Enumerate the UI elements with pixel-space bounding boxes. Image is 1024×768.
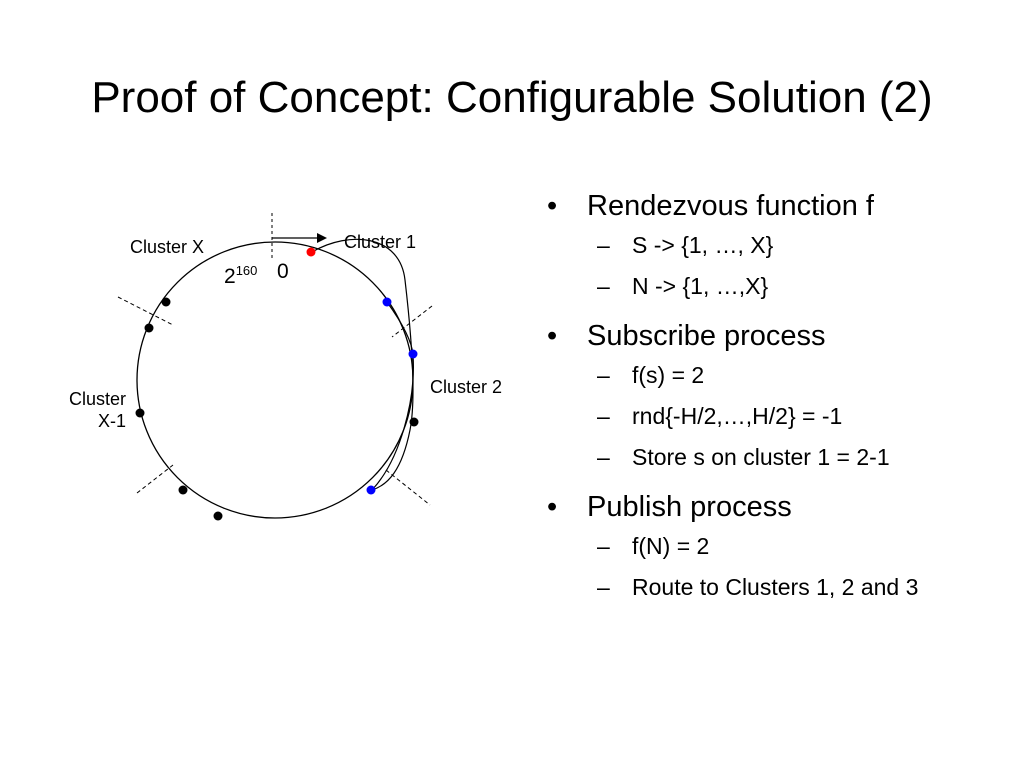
bullet-subscribe: Subscribe process <box>545 318 1015 354</box>
ring-node <box>213 511 223 521</box>
ring-max-exponent: 160 <box>235 263 258 278</box>
ring-node <box>161 297 171 307</box>
slide-title: Proof of Concept: Configurable Solution … <box>91 73 933 122</box>
cluster1-node <box>366 485 376 495</box>
ring-zero-label: 0 <box>277 260 289 283</box>
sub-bullet: Store s on cluster 1 = 2-1 <box>545 442 1015 472</box>
bullet-rendezvous: Rendezvous function f <box>545 188 1015 224</box>
cluster-x-minus-1-label: Cluster X-1 <box>54 388 126 432</box>
ring-max-base: 2 <box>224 265 236 288</box>
boundary-line-lower-left <box>136 464 174 494</box>
ring-node <box>135 408 145 418</box>
boundary-line-upper-left <box>117 296 174 326</box>
dht-ring-diagram: Cluster X Cluster 1 Cluster 2 Cluster X-… <box>40 200 520 560</box>
sub-bullet: Route to Clusters 1, 2 and 3 <box>545 572 1015 602</box>
subscriber-node <box>306 247 316 257</box>
direction-arrow-head <box>317 233 327 243</box>
sub-bullet: f(s) = 2 <box>545 360 1015 390</box>
bullet-publish: Publish process <box>545 489 1015 525</box>
routing-path-inner <box>371 301 414 491</box>
boundary-line-lower-right <box>385 469 431 506</box>
ring-node <box>144 323 154 333</box>
cluster-1-label: Cluster 1 <box>344 232 417 252</box>
sub-bullet: f(N) = 2 <box>545 531 1015 561</box>
sub-bullet: S -> {1, …, X} <box>545 230 1015 260</box>
cluster-x-label: Cluster X <box>130 237 205 257</box>
cluster1-node <box>408 349 418 359</box>
routing-path <box>311 238 414 491</box>
sub-bullet: rnd{-H/2,…,H/2} = -1 <box>545 401 1015 431</box>
bullet-list: Rendezvous function f S -> {1, …, X} N -… <box>545 188 1015 613</box>
ring-svg <box>117 213 433 521</box>
ring-max-label: 2160 <box>224 260 257 288</box>
boundary-line-upper-right <box>391 305 433 338</box>
ring-node <box>409 417 419 427</box>
cluster1-node <box>382 297 392 307</box>
cluster-x-minus-1-line1: Cluster <box>68 389 126 409</box>
sub-bullet: N -> {1, …,X} <box>545 271 1015 301</box>
cluster-x-minus-1-line2: X-1 <box>97 411 126 431</box>
ring-circle <box>136 241 414 519</box>
ring-node <box>178 485 188 495</box>
cluster-2-label: Cluster 2 <box>430 377 503 397</box>
